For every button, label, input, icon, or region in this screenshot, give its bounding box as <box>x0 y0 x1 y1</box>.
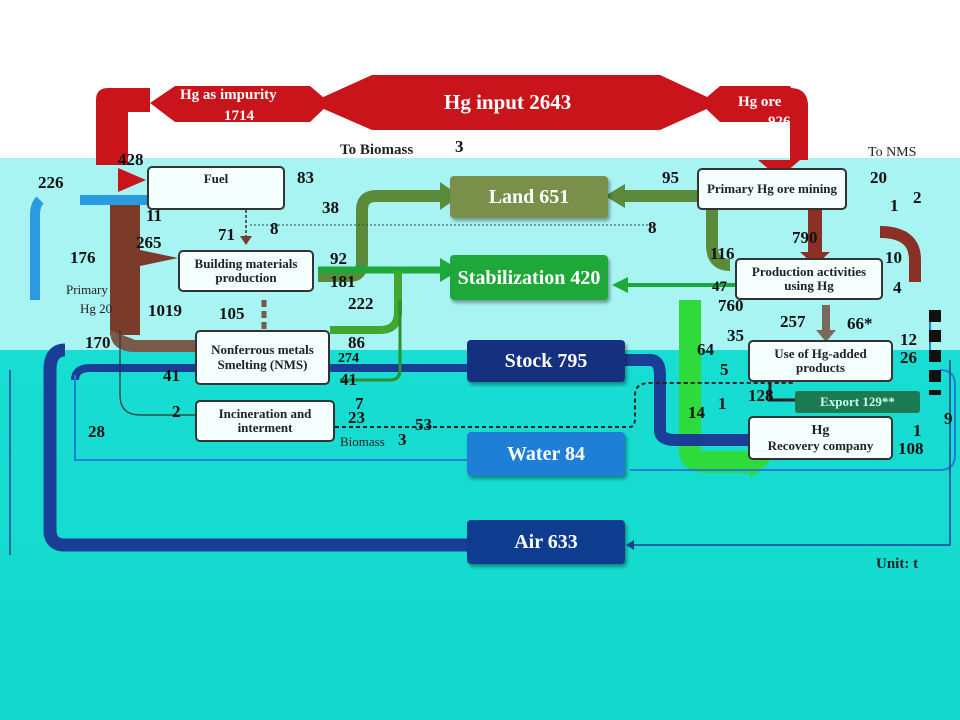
flow-3: 3 <box>455 137 464 156</box>
flow-790: 790 <box>792 228 818 247</box>
flow-170: 170 <box>85 333 111 352</box>
hg20-label: Hg 20 <box>80 301 113 316</box>
nms-label: Nonferrous metals Smelting (NMS) <box>211 342 314 372</box>
biomass-label: Biomass <box>340 434 385 449</box>
building-label: Building materials production <box>194 255 298 285</box>
fuel-label: Fuel <box>203 171 229 186</box>
incineration-box: Incineration and interment <box>195 400 335 442</box>
flow-92: 92 <box>330 249 347 268</box>
production-label: Production activities using Hg <box>751 263 867 293</box>
land-box: Land 651 <box>450 176 608 218</box>
flow-86: 86 <box>348 333 365 352</box>
impurity-value: 1714 <box>224 108 254 124</box>
ore-arrow <box>700 86 800 122</box>
flow-1c: 1 <box>913 421 922 440</box>
impurity-label: Hg as impurity <box>180 87 277 103</box>
to-nms-label: To NMS <box>868 145 917 160</box>
water-box: Water 84 <box>467 432 625 476</box>
water-label: Water 84 <box>507 443 585 465</box>
flow-83: 83 <box>297 168 314 187</box>
flow-41b: 41 <box>340 370 357 389</box>
flow-8a: 8 <box>270 219 279 238</box>
ore-value: 926 <box>768 114 791 130</box>
export-label: Export 129** <box>820 393 895 409</box>
flow-53: 53 <box>415 415 432 434</box>
flow-116: 116 <box>710 244 735 263</box>
ore-label: Hg ore <box>738 94 782 110</box>
flow-181: 181 <box>330 272 356 291</box>
production-box: Production activities using Hg <box>735 258 883 300</box>
nms-box: Nonferrous metals Smelting (NMS) <box>195 330 330 385</box>
flow-1b: 1 <box>718 394 727 413</box>
air-label: Air 633 <box>514 531 578 553</box>
flow-4: 4 <box>893 278 902 297</box>
flow-10: 10 <box>885 248 902 267</box>
flow-71: 71 <box>218 225 235 244</box>
flow-760: 760 <box>718 296 744 315</box>
to-biomass-label: To Biomass <box>340 142 414 158</box>
flow-226: 226 <box>38 173 64 192</box>
input-title: Hg input 2643 <box>444 90 572 114</box>
flow-2: 2 <box>172 402 181 421</box>
flow-14: 14 <box>688 403 705 422</box>
flow-108: 108 <box>898 439 924 458</box>
use-products-box: Use of Hg-added products <box>748 340 893 382</box>
stabilization-box: Stabilization 420 <box>450 255 608 300</box>
flow-128: 128 <box>748 386 774 405</box>
flow-26: 26 <box>900 348 917 367</box>
flow-8b: 8 <box>648 218 657 237</box>
input-arrow <box>310 75 720 130</box>
primary-mining-label: Primary Hg ore mining <box>706 180 838 196</box>
flow-23: 23 <box>348 408 365 427</box>
flow-28: 28 <box>88 422 105 441</box>
primary-mining-box: Primary Hg ore mining <box>697 168 847 210</box>
export-box: Export 129** <box>795 391 920 413</box>
flow-11: 11 <box>146 206 163 225</box>
flow-2b: 2 <box>913 188 922 207</box>
flow-41a: 41 <box>163 366 180 385</box>
primary-label: Primary <box>66 282 108 297</box>
recovery-sub: Recovery company <box>767 437 874 453</box>
flow-1019: 1019 <box>148 301 182 320</box>
land-label: Land 651 <box>488 186 570 208</box>
flow-105: 105 <box>219 304 245 323</box>
flow-38: 38 <box>322 198 339 217</box>
flow-428: 428 <box>118 150 144 169</box>
fuel-box: Fuel <box>147 166 285 210</box>
flow-5: 5 <box>720 360 729 379</box>
stock-label: Stock 795 <box>504 350 588 372</box>
flow-222: 222 <box>348 294 374 313</box>
use-label: Use of Hg-added products <box>774 345 867 375</box>
unit-label: Unit: t <box>876 556 919 572</box>
flow-265: 265 <box>136 233 162 252</box>
flow-20: 20 <box>870 168 887 187</box>
building-materials-box: Building materials production <box>178 250 314 292</box>
stabilization-label: Stabilization 420 <box>457 266 601 289</box>
recovery-box: Hg Recovery company <box>748 416 893 460</box>
impurity-arrow <box>150 86 330 122</box>
flow-9: 9 <box>944 409 953 428</box>
recovery-title: Hg <box>811 423 830 439</box>
flow-1a: 1 <box>890 196 899 215</box>
flow-47: 47 <box>712 279 727 295</box>
flow-12: 12 <box>900 330 917 349</box>
flow-176: 176 <box>70 248 96 267</box>
flow-3b: 3 <box>398 430 407 449</box>
flow-64: 64 <box>697 340 714 359</box>
incineration-label: Incineration and interment <box>218 405 312 435</box>
stock-box: Stock 795 <box>467 340 625 382</box>
flow-35: 35 <box>727 326 744 345</box>
flow-66: 66* <box>847 314 873 333</box>
flow-7: 7 <box>355 394 364 413</box>
air-box: Air 633 <box>467 520 625 564</box>
flow-95: 95 <box>662 168 679 187</box>
flow-274: 274 <box>338 351 359 366</box>
flow-257: 257 <box>780 312 806 331</box>
